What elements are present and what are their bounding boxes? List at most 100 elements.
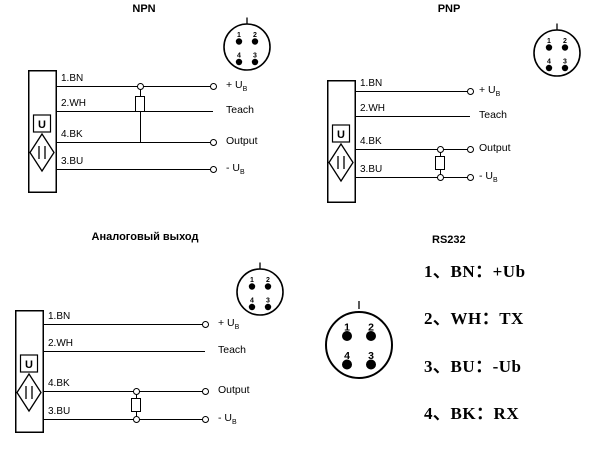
rs232-pin-description: 3、BU：-Ub xyxy=(424,357,522,376)
wire-pin-label: 2.WH xyxy=(360,103,385,114)
connector-pinout: 1 2 4 3 xyxy=(236,262,284,316)
sensor-body: U xyxy=(15,310,44,433)
terminal-circle xyxy=(201,320,209,328)
terminal-circle xyxy=(209,138,217,146)
sensor-outline xyxy=(28,70,57,193)
wire-function-label: Output xyxy=(226,135,258,149)
connector-pin-number: 1 xyxy=(344,322,350,334)
wire-bk xyxy=(44,391,205,392)
wire-bu xyxy=(57,169,213,170)
connector-body xyxy=(325,311,393,379)
wire-pin-label: 1.BN xyxy=(48,311,71,322)
label-text: + U xyxy=(218,317,235,329)
connector-pin-dot xyxy=(366,331,376,341)
sensor-optic-symbol xyxy=(16,372,42,413)
connector-pinout: 1 2 4 3 xyxy=(533,23,581,77)
junction-circle xyxy=(132,387,140,395)
sensor-u-box xyxy=(331,124,351,143)
terminal-circle xyxy=(209,82,217,90)
wire-pin-label: 3.BU xyxy=(360,164,383,175)
connector-pin-dot xyxy=(264,303,272,311)
wire-wh xyxy=(44,351,205,352)
label-text: Teach xyxy=(218,344,247,356)
wire-function-label: - UB xyxy=(479,170,498,184)
wire-bu xyxy=(44,419,205,420)
connector-pin-dot xyxy=(235,58,243,66)
connector-pin-number: 1 xyxy=(237,32,241,39)
diagram-title-analog: Аналоговый выход xyxy=(91,231,199,243)
connector-pin-number: 2 xyxy=(368,322,374,334)
connector-pin-dot xyxy=(248,283,256,290)
connector-pin-number: 4 xyxy=(344,350,350,362)
connector-pin-dot xyxy=(248,303,256,311)
wire-pin-label: 1.BN xyxy=(61,73,84,84)
connector-body xyxy=(223,23,271,71)
connector-pinout-large: 1 2 4 3 xyxy=(325,301,393,379)
label-text: Teach xyxy=(479,109,508,121)
label-text: - U xyxy=(226,162,240,174)
connector-body xyxy=(236,268,284,316)
wire-function-label: - UB xyxy=(218,412,237,426)
sensor-outline xyxy=(327,80,356,203)
load-resistor xyxy=(435,156,445,170)
connector-pin-dot xyxy=(251,58,259,66)
label-subscript: B xyxy=(242,86,248,94)
wire-pin-label: 2.WH xyxy=(48,338,73,349)
connector-pin-dot xyxy=(251,38,259,45)
sensor-body: U xyxy=(28,70,57,193)
wire-pin-label: 4.BK xyxy=(360,136,382,147)
connector-pin-dot xyxy=(235,38,243,45)
connector-pin-dot xyxy=(545,64,553,72)
terminal-circle xyxy=(201,415,209,423)
wire-bk xyxy=(356,149,470,150)
connector-body xyxy=(533,29,581,77)
junction-circle xyxy=(436,173,444,181)
connector-pin-dot xyxy=(342,331,352,341)
label-text: Output xyxy=(479,142,511,154)
wire-bn xyxy=(356,91,470,92)
sensor-optic-symbol xyxy=(29,132,55,173)
sensor-outline xyxy=(15,310,44,433)
wire-pin-label: 1.BN xyxy=(360,78,383,89)
label-subscript: B xyxy=(232,419,237,427)
connector-pin-dot xyxy=(264,283,272,290)
wire-function-label: Teach xyxy=(226,104,254,118)
wire-bn xyxy=(44,324,205,325)
wire-pin-label: 3.BU xyxy=(48,406,71,417)
connector-pin-number: 3 xyxy=(266,298,270,305)
wire-function-label: Output xyxy=(479,142,511,156)
diagram-title-npn: NPN xyxy=(132,3,156,15)
label-text: Output xyxy=(218,384,250,396)
sensor-u-box xyxy=(19,354,39,373)
wire-function-label: + UB xyxy=(218,317,239,331)
connector-pin-number: 3 xyxy=(563,59,567,66)
connector-pin-number: 4 xyxy=(250,298,254,305)
connector-pin-number: 1 xyxy=(547,38,551,45)
connector-pin-number: 3 xyxy=(368,350,374,362)
sensor-u-box xyxy=(32,114,52,133)
junction-circle xyxy=(132,415,140,423)
label-subscript: B xyxy=(493,177,498,185)
wire-bn xyxy=(57,86,213,87)
rs232-pin-description: 4、BK：RX xyxy=(424,404,520,423)
connector-pin-number: 1 xyxy=(250,277,254,284)
wire-pin-label: 4.BK xyxy=(61,129,83,140)
sensor-u-label: U xyxy=(25,359,33,371)
wire-wh xyxy=(356,116,470,117)
connector-pin-dot xyxy=(342,359,352,370)
wire-pin-label: 4.BK xyxy=(48,378,70,389)
junction-circle xyxy=(136,82,144,90)
wire-bu xyxy=(356,177,470,178)
connector-pin-number: 4 xyxy=(547,59,551,66)
wire-function-label: Teach xyxy=(479,109,507,123)
wire-function-label: Teach xyxy=(218,344,246,358)
rs232-pin-description: 2、WH：TX xyxy=(424,309,524,328)
rs232-title: RS232 xyxy=(432,234,466,246)
sensor-optic-symbol xyxy=(328,142,354,183)
connector-pin-number: 2 xyxy=(563,38,567,45)
wire-function-label: Output xyxy=(218,384,250,398)
wire-pin-label: 3.BU xyxy=(61,156,84,167)
sensor-body: U xyxy=(327,80,356,203)
label-text: Teach xyxy=(226,104,255,116)
connector-pin-dot xyxy=(561,64,569,72)
